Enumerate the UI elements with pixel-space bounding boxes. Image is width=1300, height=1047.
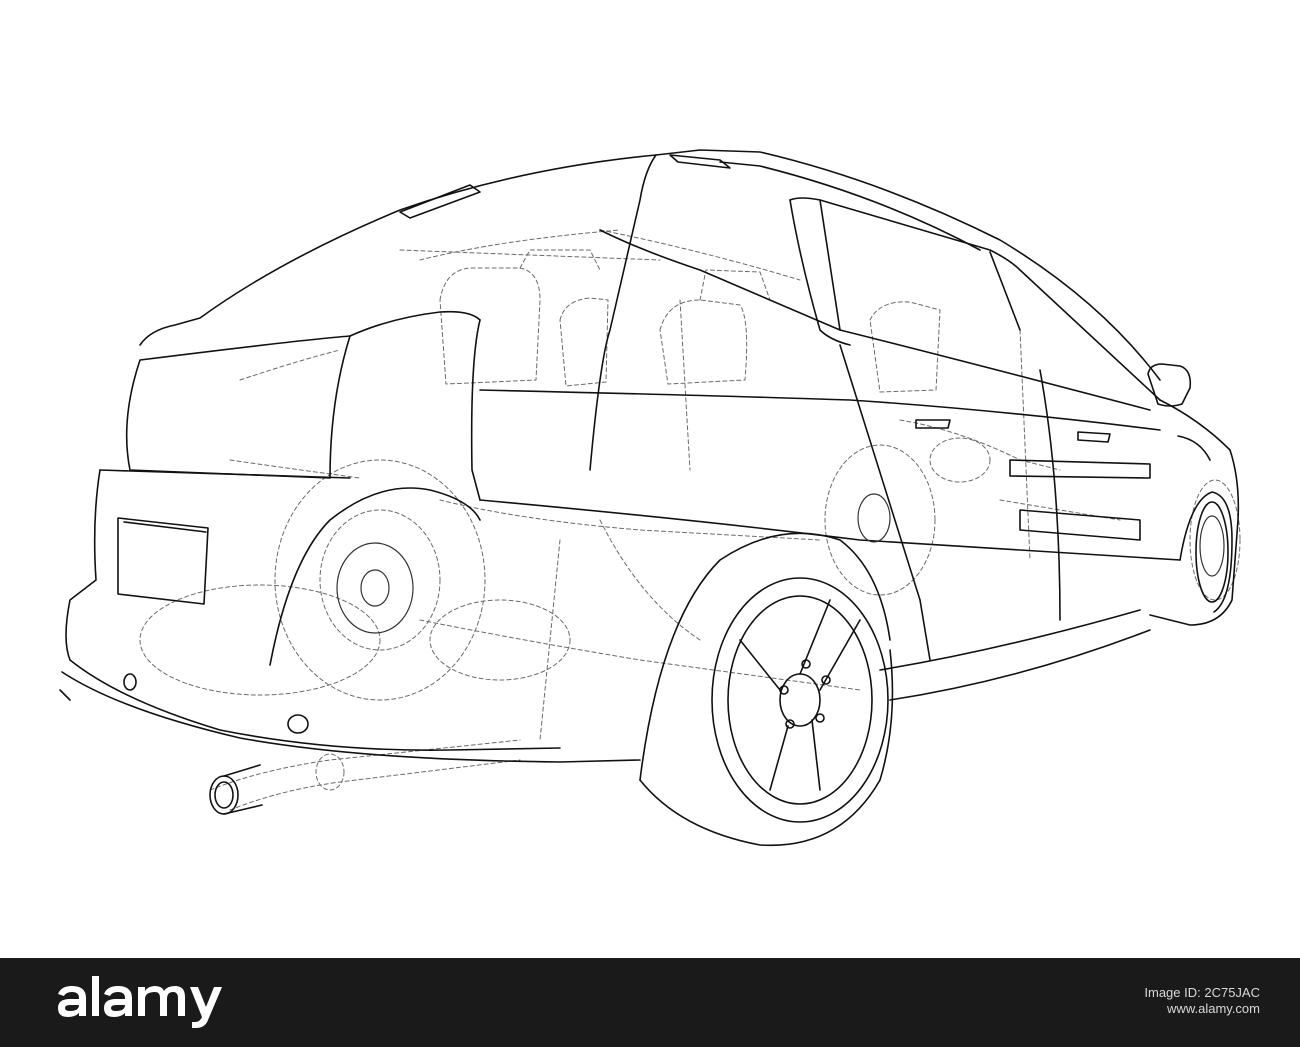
alamy-logo — [52, 968, 238, 1034]
rear-wheel — [639, 532, 894, 847]
image-url: www.alamy.com — [1167, 1001, 1260, 1016]
front-wheel — [1179, 491, 1233, 613]
hidden-wheel-hub — [336, 493, 1225, 634]
car-wireframe-illustration — [59, 149, 1241, 847]
image-meta: Image ID: 2C75JAC www.alamy.com — [1144, 968, 1260, 1034]
hidden-lines — [139, 229, 1241, 811]
alamy-wordmark-icon — [58, 976, 222, 1028]
image-id-label: Image ID: 2C75JAC — [1144, 984, 1260, 1000]
watermark-bar: Image ID: 2C75JAC www.alamy.com — [0, 958, 1300, 1047]
body-outline — [59, 149, 1240, 815]
